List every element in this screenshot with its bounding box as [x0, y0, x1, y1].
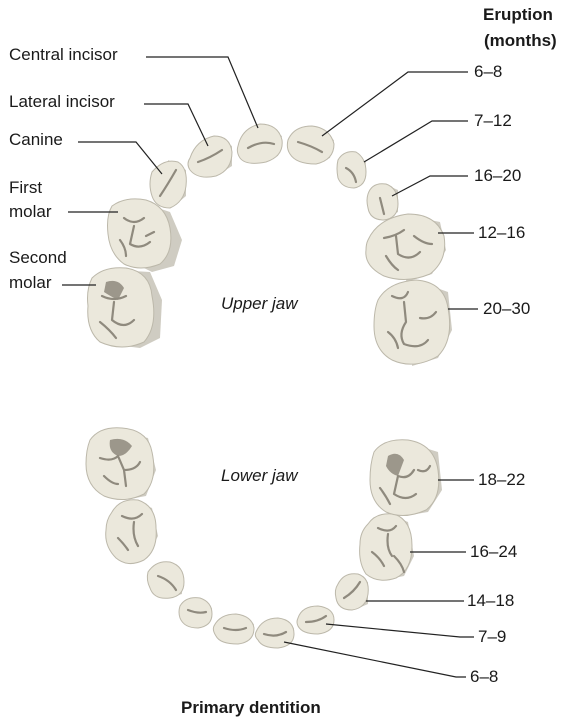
upper-left-lateral-incisor — [188, 136, 232, 177]
lower-right-central-incisor — [255, 618, 294, 648]
label-lower-jaw: Lower jaw — [221, 466, 298, 486]
leader-lower-6-8 — [284, 642, 466, 677]
lower-left-lateral-incisor — [179, 598, 212, 628]
leader-lower-7-9 — [326, 624, 474, 637]
label-canine: Canine — [9, 130, 63, 150]
lower-left-canine — [147, 562, 184, 599]
lower-left-central-incisor — [213, 614, 254, 644]
label-upper-jaw: Upper jaw — [221, 294, 298, 314]
eruption-header-line2: (months) — [484, 31, 557, 51]
upper-eruption-central-incisor: 6–8 — [474, 62, 502, 82]
eruption-header-line1: Eruption — [483, 5, 553, 25]
lower-right-canine — [335, 574, 368, 610]
upper-left-canine — [150, 160, 186, 208]
label-second-molar-line2: molar — [9, 273, 52, 293]
label-first-molar-line1: First — [9, 178, 42, 198]
upper-right-canine — [367, 184, 398, 220]
lower-eruption-central-incisor: 6–8 — [470, 667, 498, 687]
label-central-incisor: Central incisor — [9, 45, 118, 65]
lower-right-first-molar — [360, 514, 414, 581]
upper-eruption-second-molar: 20–30 — [483, 299, 530, 319]
upper-eruption-first-molar: 12–16 — [478, 223, 525, 243]
upper-right-first-molar — [366, 214, 446, 282]
upper-left-first-molar — [108, 199, 183, 272]
lower-left-second-molar — [86, 428, 156, 500]
leader-lateral-incisor — [144, 104, 208, 146]
leader-upper-16-20 — [392, 176, 468, 196]
upper-right-second-molar — [374, 280, 452, 366]
leader-upper-6-8 — [322, 72, 468, 136]
leader-central-incisor — [146, 57, 258, 128]
upper-right-lateral-incisor — [337, 152, 366, 188]
lower-right-second-molar — [370, 440, 442, 516]
label-second-molar-line1: Second — [9, 248, 67, 268]
lower-eruption-canine: 14–18 — [467, 591, 514, 611]
upper-eruption-lateral-incisor: 7–12 — [474, 111, 512, 131]
upper-left-second-molar — [88, 268, 163, 348]
label-first-molar-line2: molar — [9, 202, 52, 222]
leader-upper-7-12 — [364, 121, 468, 162]
lower-left-first-molar — [106, 500, 158, 564]
lower-eruption-lateral-incisor: 7–9 — [478, 627, 506, 647]
lower-right-lateral-incisor — [297, 606, 334, 634]
upper-left-central-incisor — [237, 124, 282, 163]
upper-eruption-canine: 16–20 — [474, 166, 521, 186]
leader-canine — [78, 142, 162, 174]
lower-eruption-first-molar: 16–24 — [470, 542, 517, 562]
caption: Primary dentition — [181, 698, 321, 718]
label-lateral-incisor: Lateral incisor — [9, 92, 115, 112]
lower-eruption-second-molar: 18–22 — [478, 470, 525, 490]
